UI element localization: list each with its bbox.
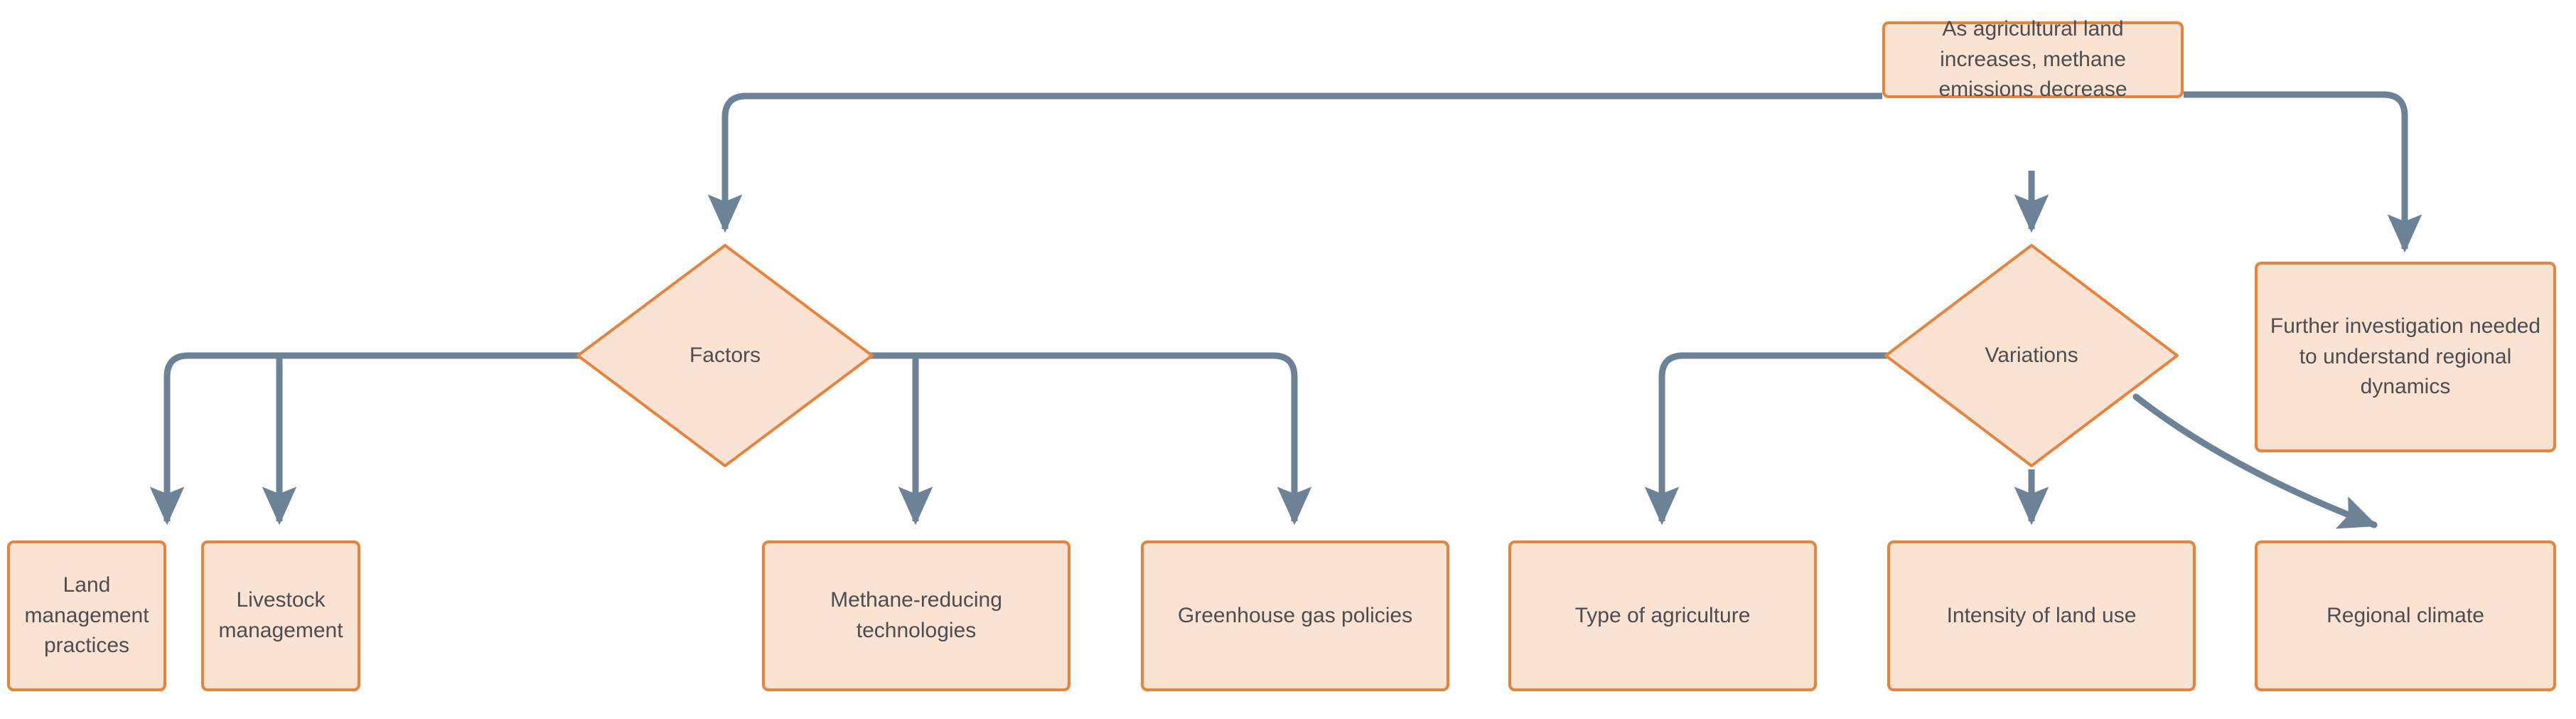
node-root[interactable]: As agricultural land increases, methane … bbox=[1882, 17, 2184, 101]
edge-variations-to-type-of-agriculture bbox=[1644, 352, 1895, 526]
node-greenhouse-policies-label: Greenhouse gas policies bbox=[1177, 603, 1413, 627]
node-type-of-agriculture-label: Type of agriculture bbox=[1574, 603, 1751, 627]
edge-factors-to-greenhouse-policies bbox=[869, 352, 1312, 526]
node-intensity-land-use[interactable]: Intensity of land use bbox=[1887, 540, 2196, 691]
node-regional-climate[interactable]: Regional climate bbox=[2255, 540, 2556, 691]
node-root-label: As agricultural land increases, methane … bbox=[1938, 17, 2127, 102]
node-greenhouse-policies[interactable]: Greenhouse gas policies bbox=[1141, 540, 1449, 691]
edge-root-to-factors bbox=[707, 92, 1882, 233]
node-variations-label: Variations bbox=[1985, 343, 2078, 367]
node-land-management-label: Land management practices bbox=[24, 573, 149, 658]
node-type-of-agriculture[interactable]: Type of agriculture bbox=[1508, 540, 1817, 691]
node-livestock-management-label: Livestock management bbox=[218, 588, 343, 642]
edge-root-to-further-investigation bbox=[2184, 91, 2422, 253]
diamond-shape-icon bbox=[576, 244, 874, 467]
node-further-investigation[interactable]: Further investigation needed to understa… bbox=[2255, 262, 2556, 452]
node-further-investigation-label: Further investigation needed to understa… bbox=[2270, 314, 2541, 399]
node-land-management[interactable]: Land management practices bbox=[7, 540, 166, 691]
node-methane-reducing[interactable]: Methane-reducing technologies bbox=[762, 540, 1070, 691]
node-factors[interactable]: Factors bbox=[576, 243, 874, 468]
node-intensity-land-use-label: Intensity of land use bbox=[1946, 603, 2137, 627]
node-methane-reducing-label: Methane-reducing technologies bbox=[830, 588, 1002, 642]
node-regional-climate-label: Regional climate bbox=[2327, 603, 2484, 627]
node-variations[interactable]: Variations bbox=[1884, 243, 2179, 468]
node-livestock-management[interactable]: Livestock management bbox=[201, 540, 360, 691]
node-factors-label: Factors bbox=[689, 343, 761, 367]
edge-factors-to-methane-reducing bbox=[869, 352, 933, 526]
diamond-shape-icon bbox=[1884, 244, 2179, 467]
